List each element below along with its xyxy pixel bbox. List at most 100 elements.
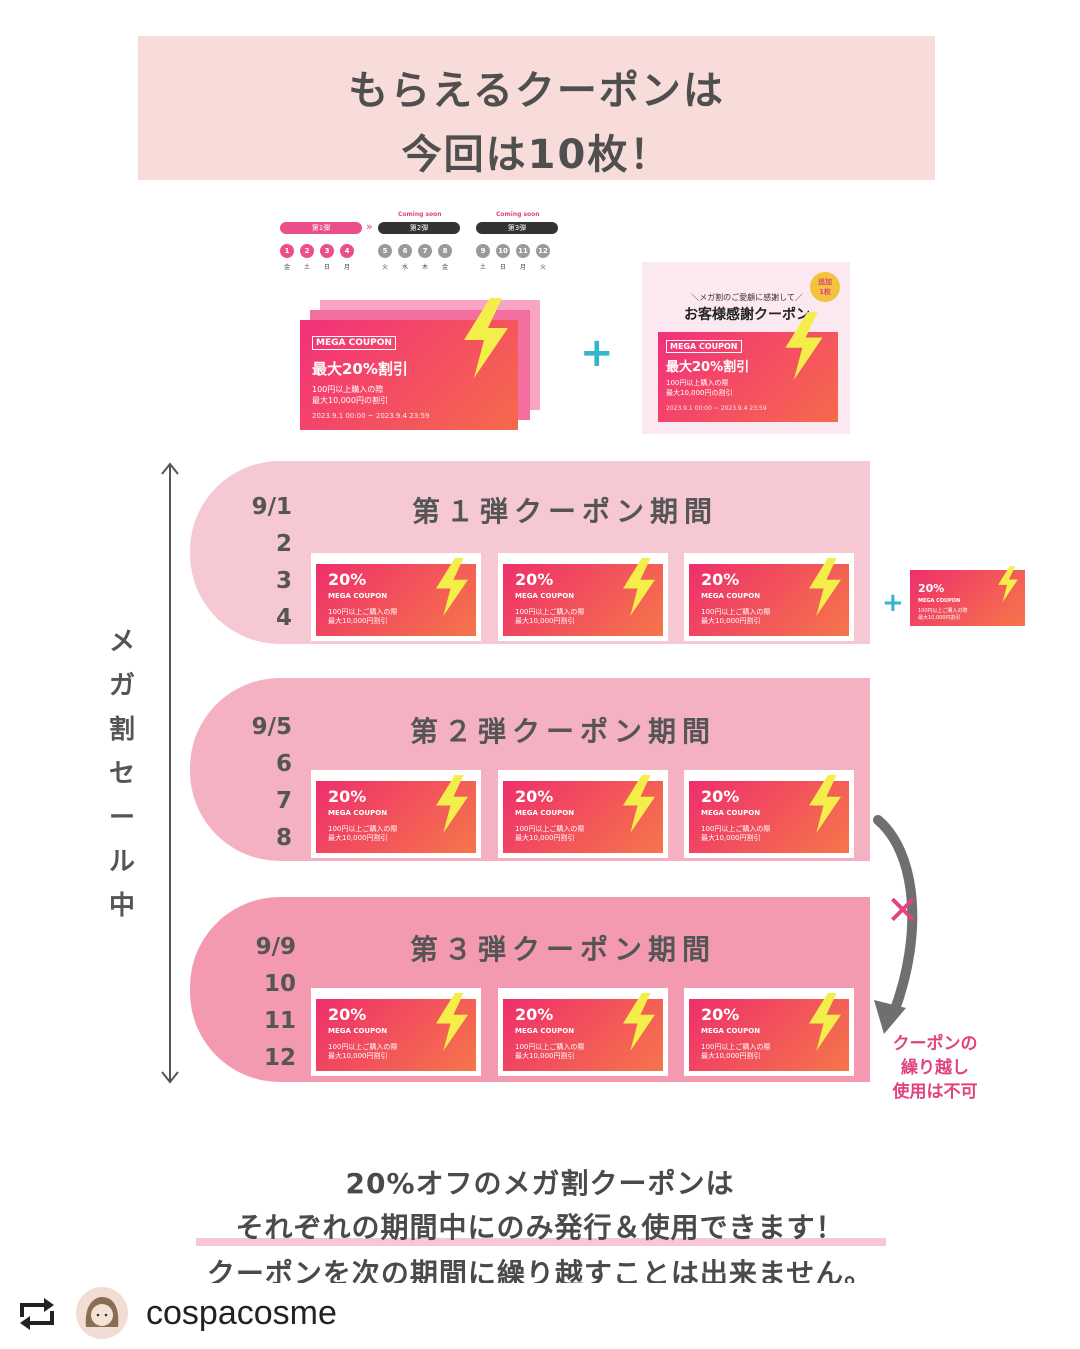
coupon-percent: 20% (701, 570, 740, 589)
weekday-label: 月 (344, 264, 351, 271)
day-dot: 4 (340, 244, 354, 258)
coupon-label: MEGA COUPON (918, 598, 961, 604)
plus-icon: + (580, 330, 614, 376)
coupon-label: MEGA COUPON (701, 592, 761, 600)
coupon-period: 2023.9.1 00:00 ~ 2023.9.4 23:59 (666, 405, 767, 412)
lightning-icon (619, 993, 659, 1055)
coupon-percent: 20% (701, 1005, 740, 1024)
lightning-icon (785, 312, 823, 380)
coupon-cond-2: 最大10,000円割引 (328, 617, 388, 625)
coupon-cond-2: 最大10,000円割引 (701, 1052, 761, 1060)
weekday-label: 日 (500, 264, 507, 271)
weekday-label: 金 (284, 264, 291, 271)
coupon-label: MEGA COUPON (701, 1027, 761, 1035)
extra-small-coupon: 20% MEGA COUPON 100円以上ご購入の際 最大10,000円割引 (910, 566, 1025, 626)
side-label: メ ガ 割 セ ー ル 中 (107, 620, 137, 928)
coupon-headline: 最大20%割引 (312, 360, 408, 378)
no-carry-line-1: クーポンの (892, 1034, 978, 1054)
thanks-caption: ＼メガ割のご愛顧に感謝して／ (691, 293, 803, 302)
coupon-label: MEGA COUPON (328, 592, 388, 600)
lightning-icon (805, 993, 845, 1055)
weekday-label: 土 (304, 264, 311, 271)
no-carry-line-2: 繰り越し (901, 1058, 969, 1078)
day-dot: 11 (516, 244, 530, 258)
coupon-percent: 20% (515, 570, 554, 589)
date-label: 6 (275, 751, 292, 777)
weekday-label: 水 (402, 264, 409, 271)
date-label: 11 (263, 1008, 296, 1034)
mega-coupon-big: MEGA COUPON 最大20%割引 100円以上購入の際 最大10,000円… (300, 298, 518, 430)
phase-2-pill: 第2弾 (378, 222, 460, 234)
day-dot: 10 (496, 244, 510, 258)
coupon-cond-1: 100円以上ご購入の際 (328, 1043, 398, 1051)
extra-badge-line-1: 追加 (818, 278, 832, 286)
username-link[interactable]: cospacosme (146, 1294, 337, 1332)
thanks-title: お客様感謝クーポン (684, 307, 810, 323)
date-label: 10 (263, 971, 296, 997)
weekday-label: 木 (422, 264, 429, 271)
no-carry-line-3: 使用は不可 (892, 1082, 978, 1102)
period-dates-3: 9/9 10 11 12 (226, 934, 296, 1082)
carry-over-arrow-icon (873, 815, 918, 1034)
repost-icon[interactable] (16, 1297, 58, 1331)
plus-icon: + (882, 588, 904, 618)
highlight-underline (196, 1238, 886, 1246)
coupon-label: MEGA COUPON (515, 809, 575, 817)
header-line-1: もらえるクーポンは (348, 68, 725, 114)
date-label: 8 (275, 825, 292, 851)
header-banner: もらえるクーポンは 今回は10枚！ (138, 36, 935, 180)
coupon-label: MEGA COUPON (328, 1027, 388, 1035)
lightning-icon (805, 775, 845, 837)
date-label: 12 (263, 1045, 296, 1071)
no-carry-note: クーポンの 繰り越し 使用は不可 (880, 1032, 990, 1104)
coupon-cond-1: 100円以上ご購入の際 (328, 608, 398, 616)
avatar-face-icon (76, 1287, 128, 1339)
coupon-percent: 20% (701, 787, 740, 806)
extra-badge-line-2: 1枚 (819, 288, 831, 296)
coupon-cond-2: 最大10,000円割引 (515, 834, 575, 842)
date-label: 4 (275, 605, 292, 631)
bottom-line-1: 20%オフのメガ割クーポンは (345, 1167, 735, 1200)
day-dot: 5 (378, 244, 392, 258)
bottom-line-2: それぞれの期間中にのみ発行＆使用できます！ (235, 1211, 845, 1244)
coupon-cond-1: 100円以上ご購入の際 (701, 1043, 771, 1051)
coupon-period: 2023.9.1 00:00 ~ 2023.9.4 23:59 (312, 412, 430, 420)
side-char: 中 (108, 891, 135, 921)
weekday-label: 土 (480, 264, 487, 271)
lightning-icon (619, 558, 659, 620)
avatar[interactable] (76, 1287, 128, 1339)
weekday-label: 日 (324, 264, 331, 271)
day-dot: 1 (280, 244, 294, 258)
coupon-cond-2: 最大10,000円の割引 (312, 396, 388, 405)
day-dot: 2 (300, 244, 314, 258)
header-line-2: 今回は10枚！ (401, 132, 672, 178)
date-label: 7 (275, 788, 292, 814)
coupon-label: MEGA COUPON (515, 1027, 575, 1035)
coupon-cond-2: 最大10,000円割引 (701, 617, 761, 625)
period-arrow-icon (161, 462, 179, 1084)
thanks-coupon-inner: MEGA COUPON 最大20%割引 100円以上購入の際 最大10,000円… (658, 312, 838, 422)
lightning-icon (432, 775, 472, 837)
coupon-percent: 20% (328, 787, 367, 806)
date-label: 9/1 (251, 494, 292, 520)
coupon-label: MEGA COUPON (701, 809, 761, 817)
coupon-cond-2: 最大10,000円割引 (328, 834, 388, 842)
coupon-cond-1: 100円以上ご購入の際 (515, 608, 585, 616)
phase-1-pill: 第1弾 (280, 222, 362, 234)
coupon-percent: 20% (918, 582, 945, 595)
weekday-label: 火 (540, 264, 547, 271)
date-label: 3 (275, 568, 292, 594)
date-label: 2 (275, 531, 292, 557)
coupon-cond-2: 最大10,000円割引 (918, 615, 961, 621)
coupon-cond-1: 100円以上ご購入の際 (328, 825, 398, 833)
